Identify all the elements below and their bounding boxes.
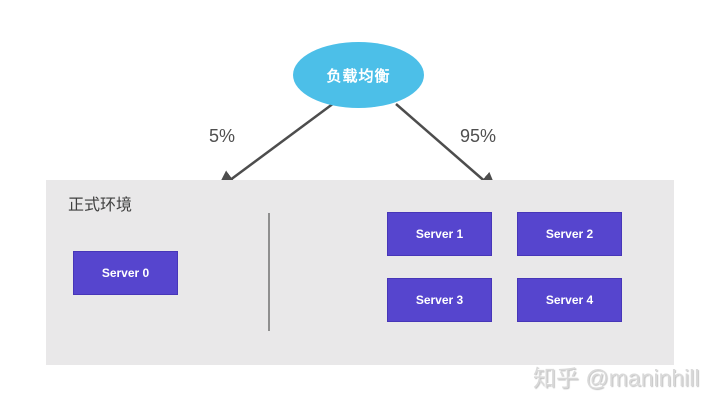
server-label: Server 2 bbox=[545, 227, 594, 241]
server-node-2: Server 2 bbox=[517, 212, 622, 256]
server-label: Server 3 bbox=[415, 293, 464, 307]
load-balancer-node: 负载均衡 bbox=[293, 42, 424, 108]
load-balancer-label: 负载均衡 bbox=[326, 67, 391, 85]
server-node-1: Server 1 bbox=[387, 212, 492, 256]
zhihu-watermark: 知乎 @maninhill bbox=[533, 365, 700, 391]
production-environment-box: 正式环境 Server 0 Server 1 Server 2 Server 3… bbox=[46, 180, 674, 365]
server-node-0: Server 0 bbox=[73, 251, 178, 295]
arrow-to-left-group bbox=[215, 101, 335, 191]
server-node-3: Server 3 bbox=[387, 278, 492, 322]
left-traffic-weight-label: 5% bbox=[209, 126, 236, 146]
group-divider-line bbox=[268, 213, 270, 331]
server-label: Server 1 bbox=[415, 227, 464, 241]
arrow-to-right-group bbox=[395, 103, 498, 193]
environment-label: 正式环境 bbox=[68, 197, 133, 214]
server-label: Server 4 bbox=[545, 293, 594, 307]
server-label: Server 0 bbox=[101, 266, 150, 280]
right-traffic-weight-label: 95% bbox=[460, 126, 497, 146]
server-node-4: Server 4 bbox=[517, 278, 622, 322]
